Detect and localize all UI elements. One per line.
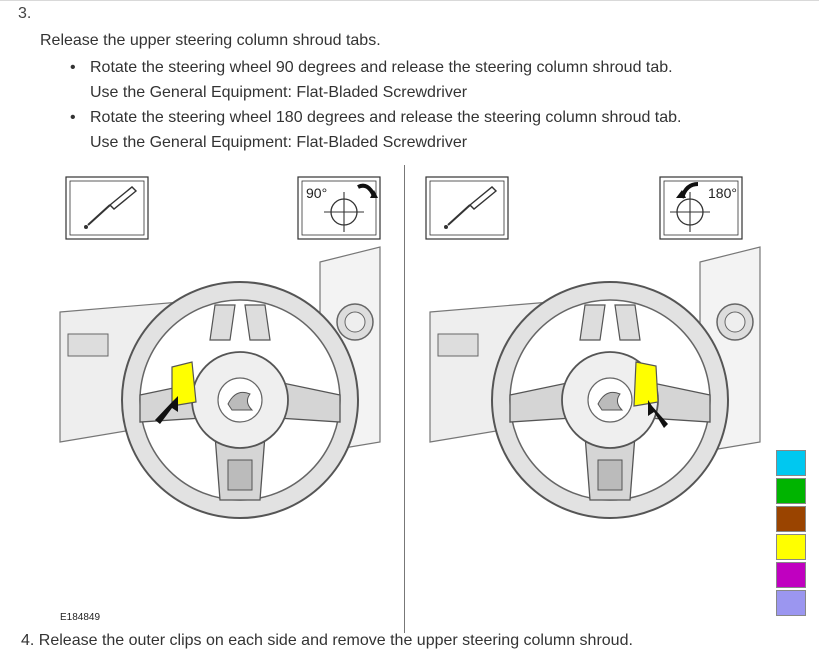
color-swatch[interactable] xyxy=(776,590,806,616)
pointer-arrow-icon xyxy=(155,396,178,424)
figure-divider xyxy=(404,165,405,633)
figure-code: E184849 xyxy=(60,612,101,623)
step-number: 3. xyxy=(18,5,32,22)
steering-wheel-illustration: 90° 180° xyxy=(59,176,761,519)
bullet-text: Rotate the steering wheel 180 degrees an… xyxy=(90,109,682,151)
shroud-tab-highlight xyxy=(171,361,197,407)
left-panel: 90° xyxy=(59,176,381,519)
left-angle-label: 90° xyxy=(306,185,327,201)
color-swatch[interactable] xyxy=(776,534,806,560)
shroud-tab-highlight xyxy=(633,361,659,407)
bullet-dot-icon: • xyxy=(70,109,76,126)
color-swatch[interactable] xyxy=(776,506,806,532)
right-angle-label: 180° xyxy=(708,185,737,201)
color-swatch[interactable] xyxy=(776,450,806,476)
bullet-dot-icon: • xyxy=(70,59,76,76)
step-4-text: 4. Release the outer clips on each side … xyxy=(21,632,633,649)
color-swatches xyxy=(776,450,806,618)
color-swatch[interactable] xyxy=(776,562,806,588)
right-panel: 180° xyxy=(425,176,761,519)
bullet-text: Rotate the steering wheel 90 degrees and… xyxy=(90,59,673,101)
color-swatch[interactable] xyxy=(776,478,806,504)
pointer-arrow-icon xyxy=(648,400,668,428)
step-title: Release the upper steering column shroud… xyxy=(40,32,381,49)
top-divider xyxy=(0,0,819,1)
